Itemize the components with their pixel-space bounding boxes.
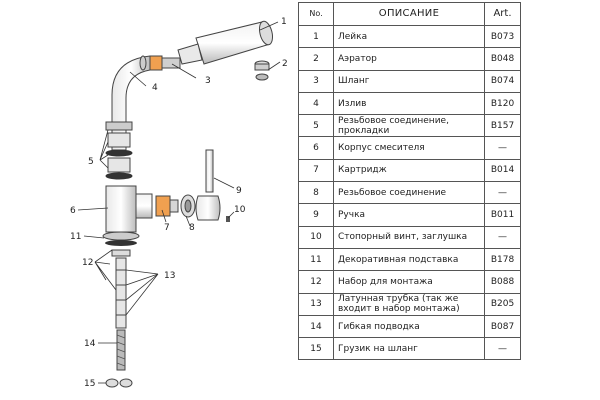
- row-art: B011: [484, 203, 521, 227]
- row-no: 10: [298, 225, 334, 249]
- row-art: B205: [484, 292, 521, 316]
- mounting-kit-part: [111, 249, 131, 329]
- row-description: Аэратор: [333, 47, 485, 71]
- row-description: Набор для монтажа: [333, 270, 485, 294]
- row-no: 8: [298, 181, 334, 205]
- row-art: B120: [484, 91, 521, 116]
- handle-part: [195, 149, 221, 221]
- row-no: 7: [298, 158, 334, 183]
- header-no: No.: [298, 2, 334, 26]
- callout-5: 5: [88, 157, 94, 167]
- row-art: B014: [484, 158, 521, 183]
- callout-6: 6: [70, 206, 76, 216]
- row-art: —: [484, 337, 521, 361]
- set-screw-part: [226, 216, 230, 222]
- header-description: ОПИСАНИЕ: [333, 2, 485, 26]
- callout-9: 9: [236, 186, 242, 196]
- row-art: B087: [484, 314, 521, 339]
- row-description: Гибкая подводка: [333, 314, 485, 339]
- row-no: 12: [298, 270, 334, 294]
- callout-14: 14: [84, 339, 96, 349]
- row-art: B073: [484, 24, 521, 49]
- callout-3: 3: [205, 76, 211, 86]
- parts-table-header-row: No. ОПИСАНИЕ Art.: [298, 2, 521, 26]
- row-art: B178: [484, 247, 521, 272]
- callout-7: 7: [164, 223, 170, 233]
- row-description: Резьбовое соединение, прокладки: [333, 114, 485, 138]
- callout-15: 15: [84, 379, 95, 389]
- row-art: B048: [484, 47, 521, 71]
- row-description: Излив: [333, 91, 485, 116]
- thread-connection-part: [180, 194, 196, 218]
- callout-1: 1: [281, 17, 287, 27]
- row-art: —: [484, 181, 521, 205]
- faucet-exploded-diagram: 1 2 3 4 5 6 7 8 9 10 11 12 13 14 15: [70, 17, 288, 389]
- callout-8: 8: [189, 223, 195, 233]
- row-art: B088: [484, 270, 521, 294]
- spray-head-part: [177, 20, 274, 65]
- row-no: 15: [298, 337, 334, 361]
- aerator-part: [254, 60, 270, 81]
- hose-connector-part: [149, 55, 181, 71]
- row-no: 5: [298, 114, 334, 138]
- row-no: 1: [298, 24, 334, 49]
- spout-connection-part: [105, 121, 133, 180]
- row-art: —: [484, 225, 521, 249]
- row-no: 11: [298, 247, 334, 272]
- decorative-base-part: [102, 231, 140, 246]
- row-no: 3: [298, 69, 334, 93]
- row-description: Грузик на шланг: [333, 337, 485, 361]
- callout-13: 13: [164, 271, 175, 281]
- leader-lines: [77, 21, 281, 384]
- row-art: B157: [484, 114, 521, 138]
- row-no: 2: [298, 47, 334, 71]
- row-description: Латунная трубка (так же входит в набор м…: [333, 292, 485, 316]
- row-no: 14: [298, 314, 334, 339]
- row-no: 13: [298, 292, 334, 316]
- callout-2: 2: [282, 59, 288, 69]
- row-description: Ручка: [333, 203, 485, 227]
- row-description: Лейка: [333, 24, 485, 49]
- callout-12: 12: [82, 258, 93, 268]
- cartridge-part: [155, 195, 179, 217]
- row-description: Стопорный винт, заглушка: [333, 225, 485, 249]
- hose-weight-part: [105, 378, 133, 388]
- row-no: 9: [298, 203, 334, 227]
- row-art: —: [484, 136, 521, 160]
- mixer-body-part: [105, 185, 153, 233]
- callout-10: 10: [234, 205, 246, 215]
- flex-hose-part: [116, 329, 126, 371]
- row-art: B074: [484, 69, 521, 93]
- row-description: Корпус смесителя: [333, 136, 485, 160]
- header-art: Art.: [484, 2, 521, 26]
- callout-11: 11: [70, 232, 81, 242]
- row-description: Декоративная подставка: [333, 247, 485, 272]
- row-description: Картридж: [333, 158, 485, 183]
- row-description: Резьбовое соединение: [333, 181, 485, 205]
- row-no: 4: [298, 91, 334, 116]
- row-description: Шланг: [333, 69, 485, 93]
- callout-4: 4: [152, 83, 158, 93]
- row-no: 6: [298, 136, 334, 160]
